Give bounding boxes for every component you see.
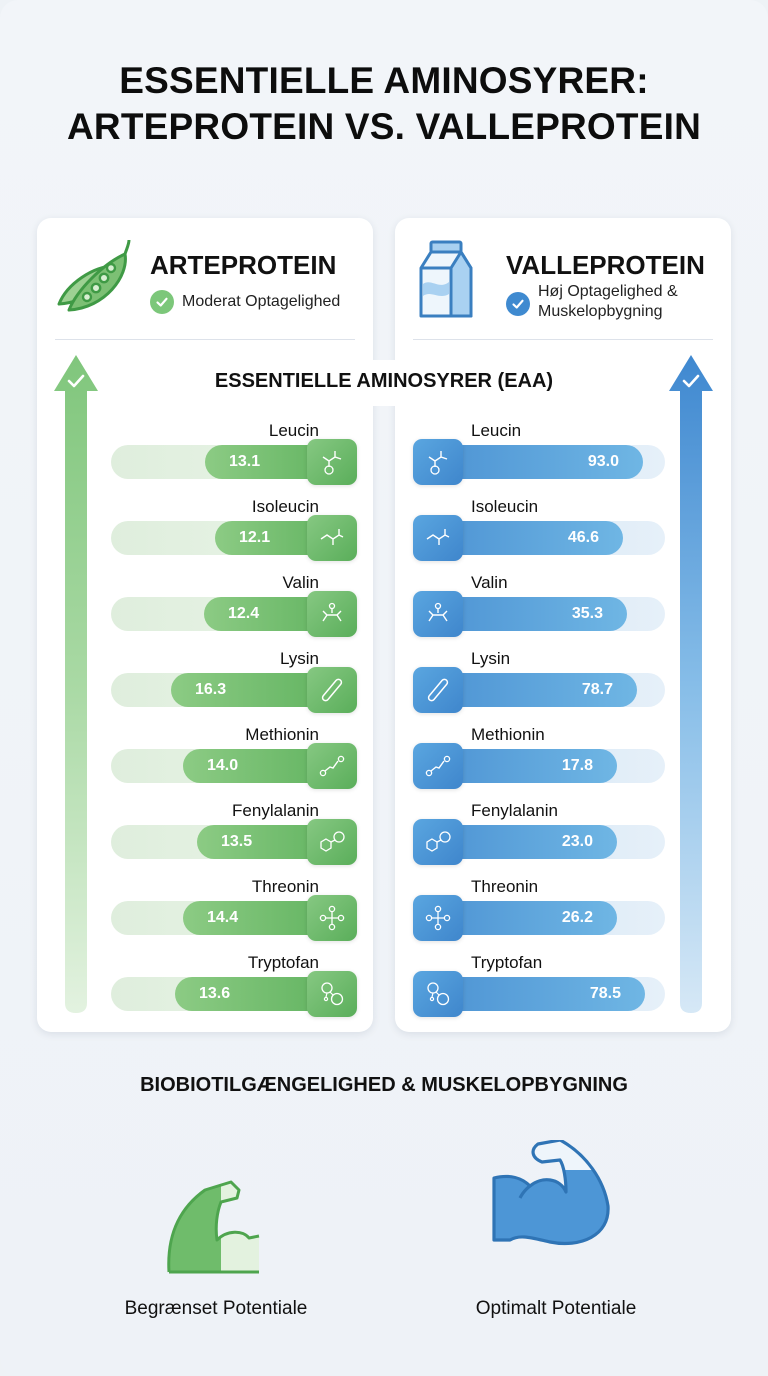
whey-row-valin: Valin 35.3 bbox=[395, 573, 731, 637]
pea-row-isoleucin: Isoleucin 12.1 bbox=[37, 497, 373, 561]
amino-label: Threonin bbox=[471, 877, 539, 896]
pea-card-title: ARTEPROTEIN bbox=[150, 250, 337, 280]
pea-row-tryptofan: Tryptofan 13.6 bbox=[37, 953, 373, 1017]
pea-row-valin: Valin 12.4 bbox=[37, 573, 373, 637]
whey-row-fenylalanin: Fenylalanin 23.0 bbox=[395, 801, 731, 865]
phenylalanine-molecule-icon bbox=[307, 819, 357, 865]
threonine-molecule-icon bbox=[307, 895, 357, 941]
pea-badge-text: Moderat Optagelighed bbox=[182, 293, 341, 310]
whey-card-divider bbox=[413, 339, 713, 340]
eaa-section-title: ESSENTIELLE AMINOSYRER (EAA) bbox=[214, 370, 554, 392]
lysine-molecule-icon bbox=[307, 667, 357, 713]
amino-label: Methionin bbox=[471, 725, 545, 744]
amino-label: Valin bbox=[471, 573, 508, 592]
pea-row-leucin: Leucin 13.1 bbox=[37, 421, 373, 485]
amino-label: Fenylalanin bbox=[471, 801, 558, 820]
flexed-arm-icon-blue bbox=[492, 1140, 610, 1246]
lysine-molecule-icon bbox=[413, 667, 463, 713]
methionine-molecule-icon bbox=[413, 743, 463, 789]
tryptophan-molecule-icon bbox=[413, 971, 463, 1017]
page-title: ESSENTIELLE AMINOSYRER: ARTEPROTEIN VS. … bbox=[0, 58, 768, 150]
pea-row-methionin: Methionin 14.0 bbox=[37, 725, 373, 789]
amino-label: Valin bbox=[282, 573, 319, 592]
valine-molecule-icon bbox=[307, 591, 357, 637]
pea-row-lysin: Lysin 16.3 bbox=[37, 649, 373, 713]
amino-label: Leucin bbox=[268, 421, 319, 440]
pea-up-arrow-icon bbox=[54, 355, 98, 1013]
check-circle-icon bbox=[506, 292, 530, 316]
threonine-molecule-icon bbox=[413, 895, 463, 941]
leucine-molecule-icon bbox=[307, 439, 357, 485]
whey-row-tryptofan: Tryptofan 78.5 bbox=[395, 953, 731, 1017]
whey-potential-caption: Optimalt Potentiale bbox=[475, 1298, 637, 1319]
amino-label: Fenylalanin bbox=[232, 801, 319, 820]
whey-badge-line-1: Høj Optagelighed & bbox=[538, 283, 678, 300]
phenylalanine-molecule-icon bbox=[413, 819, 463, 865]
whey-badge-line-2: Muskelopbygning bbox=[538, 303, 663, 320]
pea-pod-icon bbox=[57, 240, 131, 312]
tryptophan-molecule-icon bbox=[307, 971, 357, 1017]
amino-label: Tryptofan bbox=[471, 953, 543, 972]
whey-row-threonin: Threonin 26.2 bbox=[395, 877, 731, 941]
amino-label: Isoleucin bbox=[471, 497, 539, 516]
isoleucine-molecule-icon bbox=[307, 515, 357, 561]
whey-card-header: VALLEPROTEIN Høj Optagelighed & Muskelop… bbox=[395, 218, 731, 340]
title-line-2: ARTEPROTEIN VS. VALLEPROTEIN bbox=[67, 106, 701, 147]
whey-row-isoleucin: Isoleucin 46.6 bbox=[395, 497, 731, 561]
methionine-molecule-icon bbox=[307, 743, 357, 789]
amino-label: Leucin bbox=[471, 421, 522, 440]
bioavailability-section-title: BIOBIOTILGÆNGELIGHED & MUSKELOPBYGNING bbox=[140, 1074, 628, 1096]
pea-protein-card: ARTEPROTEIN Moderat Optagelighed Leucin … bbox=[37, 218, 373, 1032]
pea-potential-caption: Begrænset Potentiale bbox=[124, 1298, 308, 1319]
check-circle-icon bbox=[150, 290, 174, 314]
amino-label: Lysin bbox=[471, 649, 511, 668]
milk-carton-icon bbox=[419, 240, 473, 318]
valine-molecule-icon bbox=[413, 591, 463, 637]
whey-row-lysin: Lysin 78.7 bbox=[395, 649, 731, 713]
title-line-1: ESSENTIELLE AMINOSYRER: bbox=[119, 60, 649, 101]
pea-row-fenylalanin: Fenylalanin 13.5 bbox=[37, 801, 373, 865]
amino-label: Tryptofan bbox=[247, 953, 319, 972]
whey-card-title: VALLEPROTEIN bbox=[506, 250, 705, 280]
amino-label: Lysin bbox=[279, 649, 319, 668]
whey-row-methionin: Methionin 17.8 bbox=[395, 725, 731, 789]
isoleucine-molecule-icon bbox=[413, 515, 463, 561]
pea-card-divider bbox=[55, 339, 355, 340]
whey-up-arrow-icon bbox=[669, 355, 713, 1013]
pea-card-header: ARTEPROTEIN Moderat Optagelighed bbox=[37, 218, 373, 340]
whey-protein-card: VALLEPROTEIN Høj Optagelighed & Muskelop… bbox=[395, 218, 731, 1032]
amino-label: Methionin bbox=[245, 725, 319, 744]
pea-absorption-badge: Moderat Optagelighed bbox=[150, 290, 340, 314]
amino-label: Isoleucin bbox=[251, 497, 319, 516]
whey-row-leucin: Leucin 93.0 bbox=[395, 421, 731, 485]
eaa-title-band bbox=[180, 360, 590, 406]
amino-label: Threonin bbox=[251, 877, 319, 896]
leucine-molecule-icon bbox=[413, 439, 463, 485]
flexed-arm-icon-green bbox=[167, 1180, 260, 1274]
whey-badge-text: Høj Optagelighed & Muskelopbygning bbox=[538, 282, 678, 322]
pea-row-threonin: Threonin 14.4 bbox=[37, 877, 373, 941]
whey-absorption-badge: Høj Optagelighed & Muskelopbygning bbox=[506, 282, 678, 322]
